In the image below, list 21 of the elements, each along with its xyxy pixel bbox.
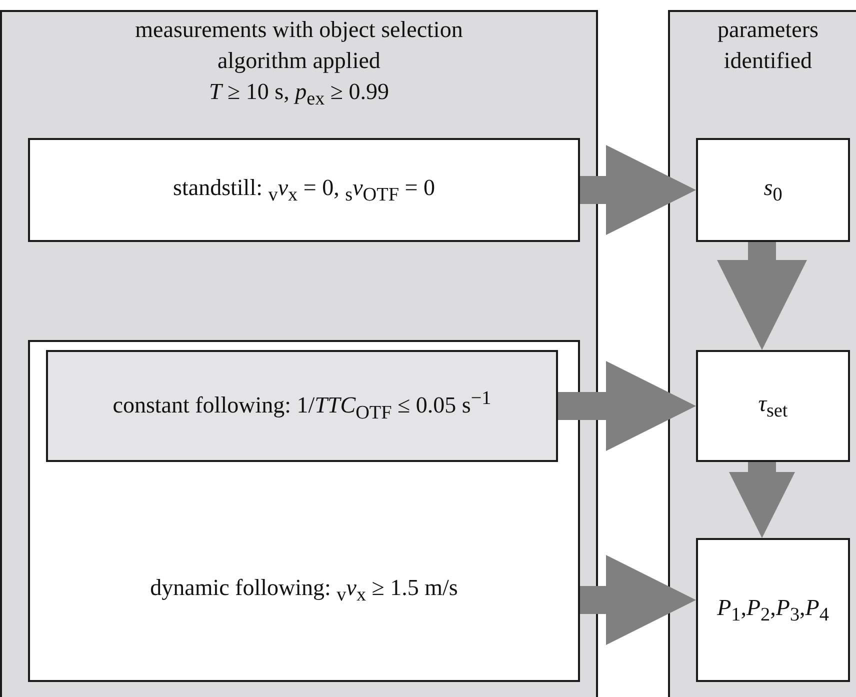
arrow	[717, 242, 807, 350]
group-panel	[668, 10, 856, 697]
arrow	[558, 361, 696, 451]
box-label: dynamic following: $_{v}$v$_{x}$ ≥ 1.5 m/s	[149, 574, 459, 608]
process-box	[696, 138, 850, 242]
process-box	[28, 340, 580, 682]
box-label: constant following: 1/TTC$_{OTF}$ ≤ 0.05 s$^{−1}$	[112, 386, 492, 426]
box-label: standstill: $_{v}$v$_{x}$ = 0, $_{s}$v$_{OTF}$ = 0	[172, 174, 436, 208]
arrow	[580, 555, 696, 645]
box-label: s$_{0}$	[762, 174, 784, 208]
group-panel	[0, 10, 598, 697]
arrow	[729, 462, 795, 538]
box-label: P$_{1}$,P$_{2}$,P$_{3}$,P$_{4}$	[716, 594, 830, 628]
arrow	[580, 145, 696, 235]
panel-heading: parameters identified	[716, 16, 820, 76]
process-box	[696, 350, 850, 462]
box-label: τ$_{set}$	[757, 390, 789, 424]
process-box	[28, 138, 580, 242]
panel-heading: T ≥ 10 s, p$_{ex}$ ≥ 0.99	[208, 78, 390, 112]
process-box	[46, 350, 558, 462]
process-box	[696, 538, 850, 682]
